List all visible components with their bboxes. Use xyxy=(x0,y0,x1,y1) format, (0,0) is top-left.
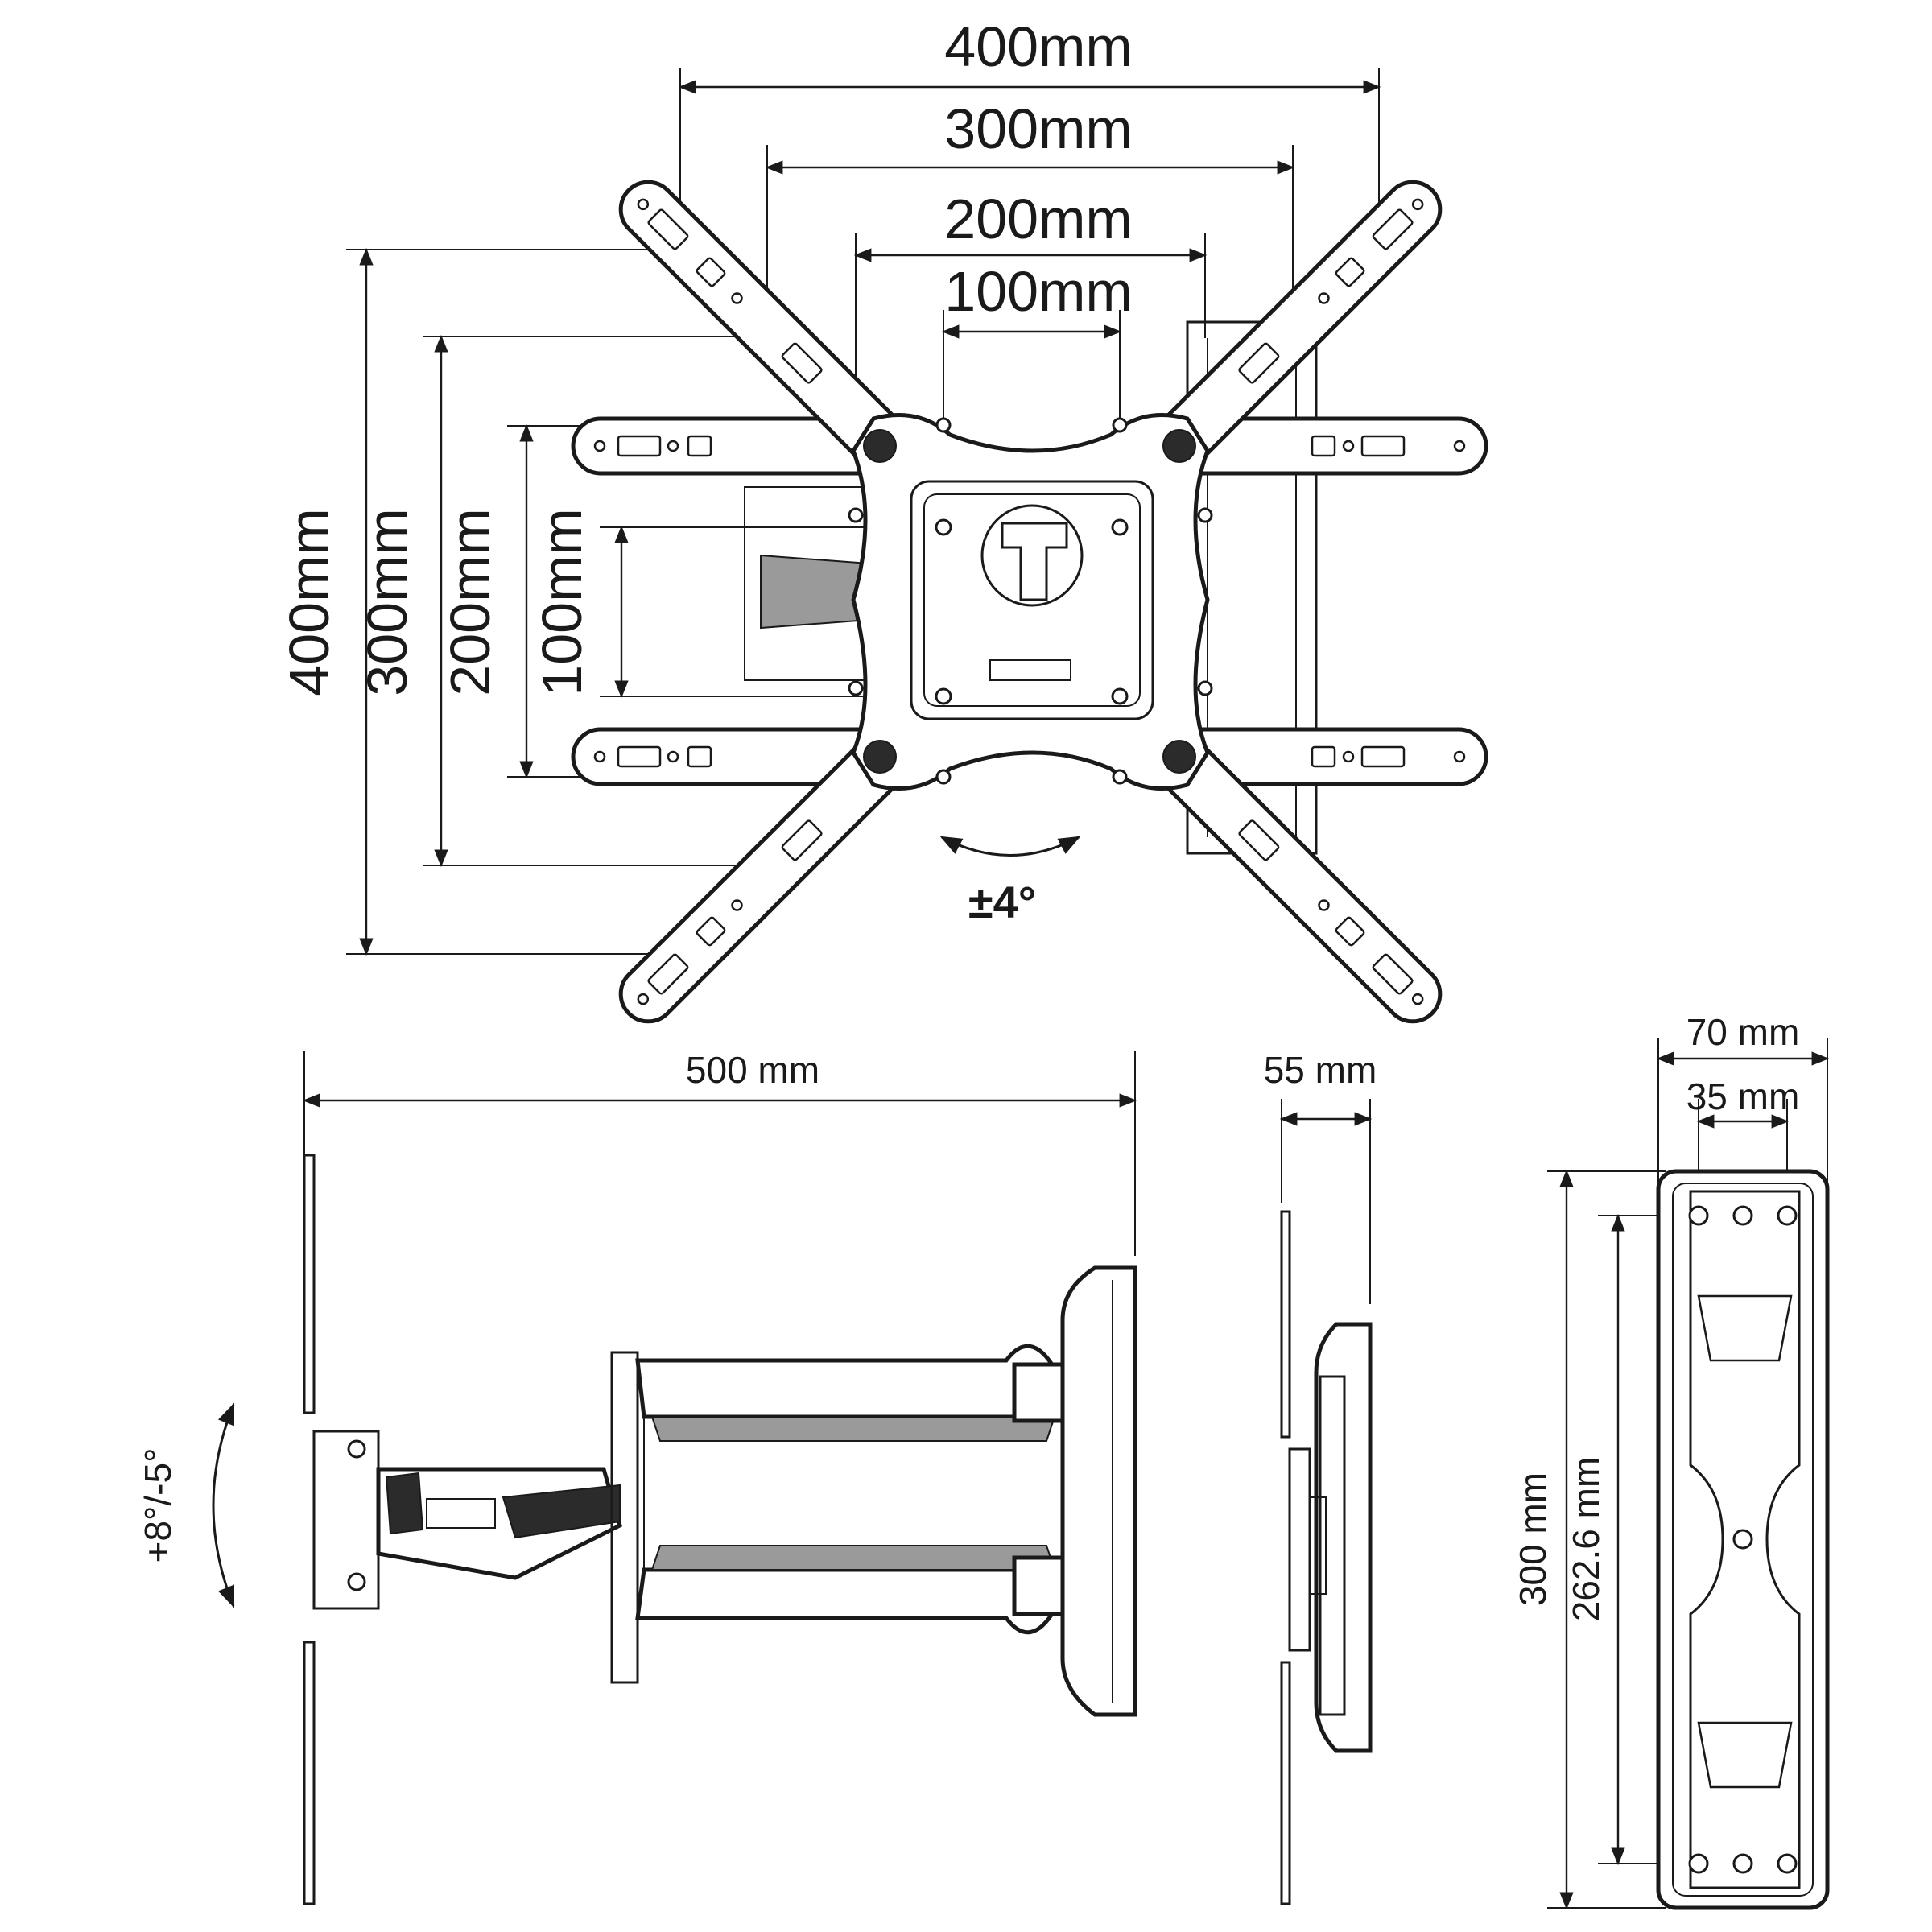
joint-bolts xyxy=(863,429,1196,774)
tilt-label: +8°/-5° xyxy=(137,1448,179,1563)
dim-300mm-vertical: 300mm xyxy=(356,508,419,696)
dim-200mm-horizontal: 200mm xyxy=(944,188,1132,250)
dim-400mm-vertical: 400mm xyxy=(278,508,341,696)
dim-55mm: 55 mm xyxy=(1264,1049,1377,1091)
profile-view: 55 mm xyxy=(1264,1049,1377,1905)
wall-plate-view: 70 mm 35 mm 300 mm 262.6 mm xyxy=(1512,1011,1830,1910)
dim-262-6mm: 262.6 mm xyxy=(1565,1457,1607,1622)
dim-100mm-vertical: 100mm xyxy=(530,508,593,696)
dim-100mm-horizontal: 100mm xyxy=(944,260,1132,323)
dim-35mm: 35 mm xyxy=(1686,1075,1800,1117)
dim-400mm-horizontal: 400mm xyxy=(944,15,1132,78)
rotation-label: ±4° xyxy=(968,877,1036,927)
horizontal-dimensions: 400mm 300mm 200mm 100mm xyxy=(678,15,1381,531)
rotation-indicator: ±4° xyxy=(939,836,1081,927)
front-view: 400mm 300mm 200mm 100mm 400mm 300mm 200m… xyxy=(278,15,1488,1024)
vertical-dimensions: 400mm 300mm 200mm 100mm xyxy=(278,247,950,956)
diagonal-arms xyxy=(618,180,1443,1024)
dim-70mm: 70 mm xyxy=(1686,1011,1800,1053)
dim-300mm-plate: 300 mm xyxy=(1512,1472,1554,1606)
central-mount-plate xyxy=(848,413,1213,791)
dim-200mm-vertical: 200mm xyxy=(439,508,502,696)
side-view: 500 mm +8°/-5° xyxy=(137,1049,1137,1905)
dim-300mm-horizontal: 300mm xyxy=(944,97,1132,160)
dim-500mm: 500 mm xyxy=(686,1049,819,1091)
